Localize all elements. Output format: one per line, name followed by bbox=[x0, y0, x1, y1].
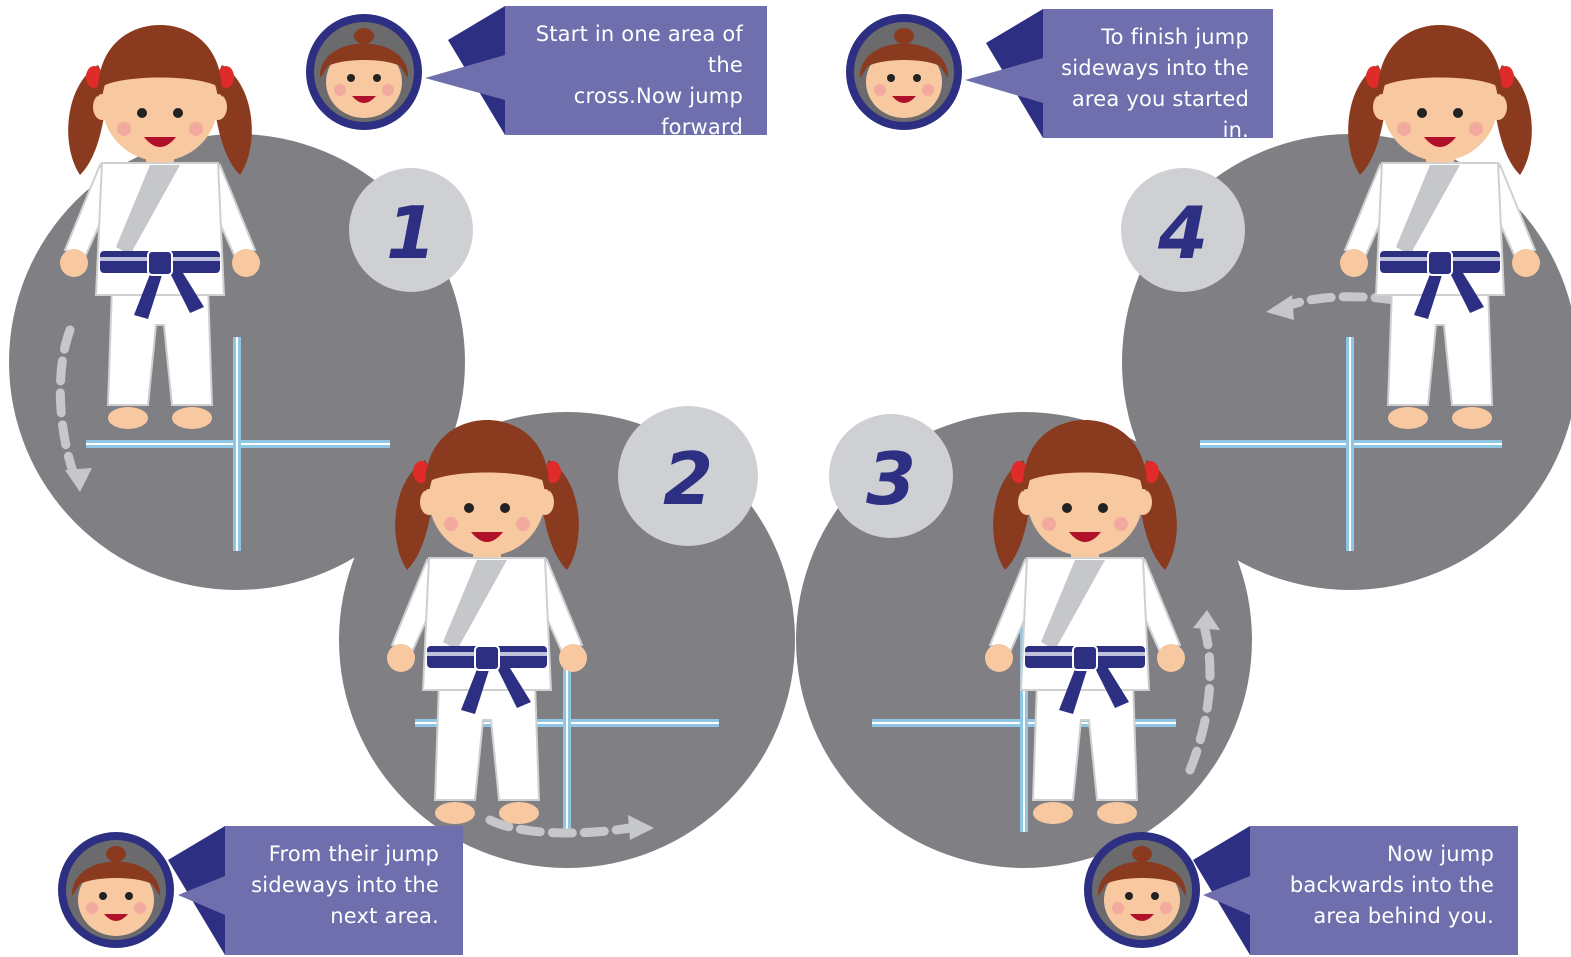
step-1-badge: 1 bbox=[349, 168, 473, 292]
step-3-badge: 3 bbox=[829, 414, 953, 538]
step-3-number: 3 bbox=[866, 437, 916, 521]
bubble-tail-4 bbox=[965, 9, 1043, 138]
girl-avatar-icon bbox=[58, 832, 174, 948]
girl-avatar-icon bbox=[846, 14, 962, 130]
girl-avatar-icon bbox=[306, 14, 422, 130]
step-4-number: 4 bbox=[1157, 191, 1208, 275]
step-2-number: 2 bbox=[663, 437, 713, 521]
step-2-instruction: From their jump sideways into the next a… bbox=[225, 826, 463, 955]
bubble-tail-1 bbox=[425, 6, 505, 135]
step-4-badge: 4 bbox=[1121, 168, 1245, 292]
step-1-number: 1 bbox=[386, 191, 436, 275]
step-4-instruction: To finish jump sideways into the area yo… bbox=[1043, 9, 1273, 138]
bubble-tail-3 bbox=[1193, 826, 1250, 955]
step-3-instruction: Now jump backwards into the area behind … bbox=[1250, 826, 1518, 955]
bubble-tail-2 bbox=[168, 826, 225, 955]
girl-avatar-icon bbox=[1084, 832, 1200, 948]
step-2-badge: 2 bbox=[618, 406, 758, 546]
step-1-instruction: Start in one area of the cross.Now jump … bbox=[505, 6, 767, 135]
